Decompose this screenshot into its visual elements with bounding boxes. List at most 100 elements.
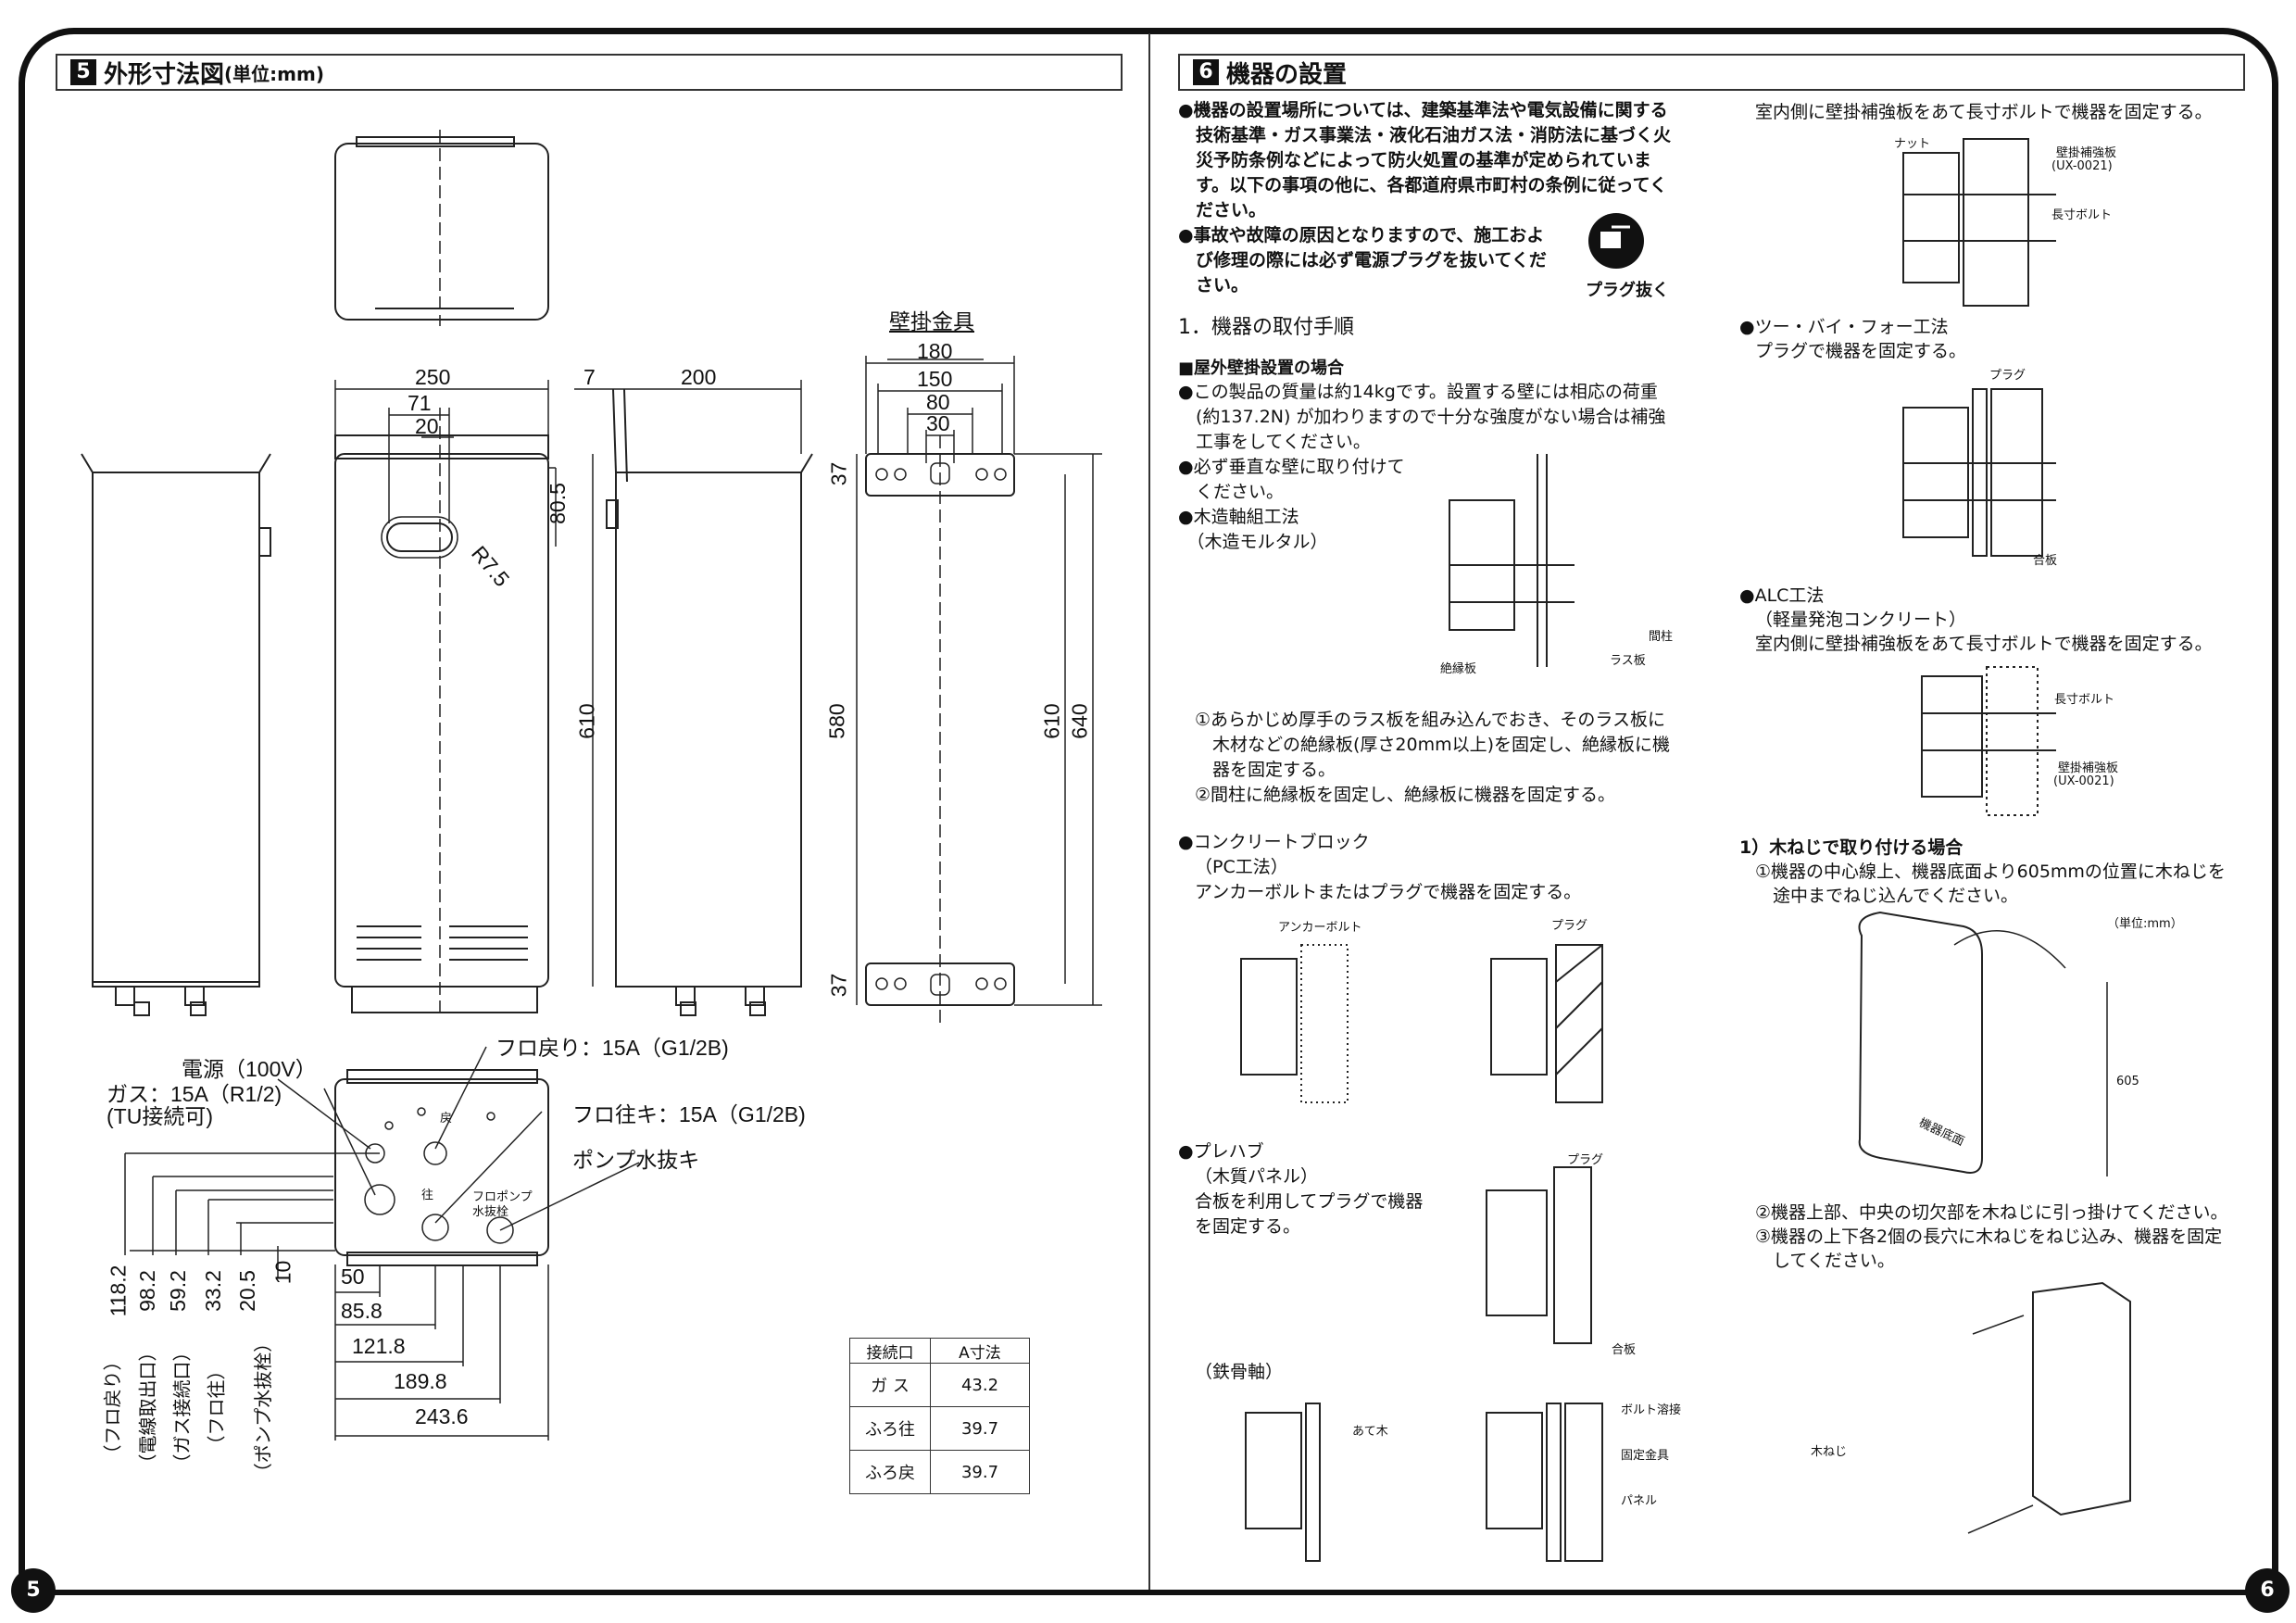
label-bolt-weld: ボルト溶接 bbox=[1621, 1403, 1682, 1417]
steel-heading: （鉄骨軸） bbox=[1195, 1362, 1284, 1382]
label-panel: パネル bbox=[1621, 1494, 1658, 1508]
section-unit: (単位:mm) bbox=[224, 62, 324, 85]
plug-caption: プラグ抜く bbox=[1586, 281, 1669, 300]
dim-200: 200 bbox=[681, 365, 717, 389]
section-number: 5 bbox=[70, 59, 96, 85]
step-heading: 1．機器の取付手順 bbox=[1178, 316, 1354, 339]
table-cell: ふろ往 bbox=[849, 1406, 931, 1451]
bracket-title: 壁掛金具 bbox=[889, 309, 974, 333]
outdoor-line: （木造モルタル） bbox=[1178, 532, 1328, 552]
two-by-four-line: ●ツー・バイ・フォー工法 bbox=[1739, 317, 1949, 337]
screw-step1: ①機器の中心線上、機器底面より605mmの位置に木ねじを bbox=[1755, 862, 2226, 882]
label-yuki: 往 bbox=[421, 1189, 434, 1202]
section-header-install: 6 機器の設置 bbox=[1178, 54, 2245, 91]
dim-243-6: 243.6 bbox=[415, 1404, 469, 1428]
label-rasu: ラス板 bbox=[1610, 654, 1646, 668]
concrete-line: （PC工法） bbox=[1195, 857, 1288, 877]
section-title: 機器の設置 bbox=[1226, 60, 1348, 89]
dim-50: 50 bbox=[341, 1264, 365, 1289]
label-prefab-plug: プラグ bbox=[1567, 1153, 1604, 1167]
table-cell: 39.7 bbox=[930, 1406, 1030, 1451]
dim-71: 71 bbox=[408, 391, 432, 415]
callout-power: 電源（100V） bbox=[182, 1057, 317, 1081]
col2-top-text: 室内側に壁掛補強板をあて長寸ボルトで機器を固定する。 bbox=[1755, 102, 2213, 122]
prefab-line: を固定する。 bbox=[1195, 1216, 1301, 1237]
page-divider bbox=[1148, 33, 1150, 1592]
label-mabashira: 間柱 bbox=[1649, 630, 1674, 644]
screw-step: ②機器上部、中央の切欠部を木ねじに引っ掛けてください。 bbox=[1755, 1202, 2228, 1223]
note-line: び修理の際には必ず電源プラグを抜いてくだ bbox=[1178, 250, 1547, 270]
page-number-left: 5 bbox=[11, 1568, 56, 1613]
callout-pump: ポンプ水抜キ bbox=[572, 1148, 700, 1172]
dimension-drawing bbox=[81, 130, 1102, 1441]
label-zetsuen: 絶縁板 bbox=[1440, 662, 1477, 676]
wood-step: ①あらかじめ厚手のラス板を組み込んでおき、そのラス板に bbox=[1195, 710, 1665, 730]
callout-supply: フロ往キ：15A（G1/2B) bbox=[572, 1102, 806, 1126]
screw-heading: 1）木ねじで取り付ける場合 bbox=[1739, 837, 1964, 858]
bottom-rule bbox=[39, 1590, 2257, 1595]
dim-20: 20 bbox=[415, 414, 439, 438]
wood-step: ②間柱に絶縁板を固定し、絶縁板に機器を固定する。 bbox=[1195, 785, 1616, 805]
label-2x4-gouban: 合板 bbox=[2033, 554, 2058, 568]
screw-step1: 途中までねじ込んでください。 bbox=[1755, 886, 2019, 906]
section-title: 外形寸法図 bbox=[104, 60, 225, 89]
two-by-four-line: プラグで機器を固定する。 bbox=[1755, 341, 1967, 361]
alc-line: ●ALC工法 bbox=[1739, 585, 1825, 606]
label-alc-hokyo: 壁掛補強板 bbox=[2058, 761, 2119, 775]
label-nut: ナット bbox=[1894, 137, 1931, 151]
label-plug: プラグ bbox=[1551, 919, 1588, 933]
label-2x4-plug: プラグ bbox=[1989, 369, 2026, 383]
dim-bracket-180: 180 bbox=[917, 339, 953, 363]
label-prefab-gouban: 合板 bbox=[1612, 1343, 1637, 1357]
callout-gas: ガス：15A（R1/2) bbox=[107, 1082, 282, 1106]
table-cell: ガ ス bbox=[849, 1363, 931, 1407]
bottom-view-outline bbox=[334, 1078, 549, 1256]
screw-step: ③機器の上下各2個の長穴に木ねじをねじ込み、機器を固定 bbox=[1755, 1227, 2223, 1247]
label-anchor: アンカーボルト bbox=[1278, 921, 1362, 935]
table-cell: 43.2 bbox=[930, 1363, 1030, 1407]
prefab-line: ●プレハブ bbox=[1178, 1141, 1264, 1162]
label-alc-bolt: 長寸ボルト bbox=[2054, 693, 2115, 707]
prefab-line: （木質パネル） bbox=[1195, 1166, 1319, 1187]
label-pump-small: フロポンプ 水抜栓 bbox=[472, 1190, 533, 1219]
dim-189-8: 189.8 bbox=[394, 1369, 447, 1393]
outdoor-line: ●この製品の質量は約14kgです。設置する壁には相応の荷重 bbox=[1178, 382, 1658, 402]
outdoor-line: ●木造軸組工法 bbox=[1178, 507, 1299, 527]
concrete-line: ●コンクリートブロック bbox=[1178, 832, 1370, 852]
prefab-line: 合板を利用してプラグで機器 bbox=[1195, 1191, 1424, 1212]
label-hokyo-code: (UX-0021) bbox=[2051, 159, 2113, 173]
label-modori: 戻 bbox=[440, 1112, 453, 1126]
note-line: さい。 bbox=[1178, 275, 1249, 296]
callout-gas-sub: (TU接続可) bbox=[107, 1104, 213, 1128]
screw-fig-unit: （単位:mm） bbox=[2107, 917, 2183, 931]
dim-250: 250 bbox=[415, 365, 451, 389]
outdoor-line: (約137.2N) が加わりますので十分な強度がない場合は補強 bbox=[1178, 407, 1666, 427]
screw-step: してください。 bbox=[1755, 1251, 1895, 1271]
outdoor-line: 工事をしてください。 bbox=[1178, 432, 1371, 452]
note-line: 災予防条例などによって防火処置の基準が定められていま bbox=[1178, 150, 1651, 170]
label-atego: あて木 bbox=[1352, 1425, 1388, 1439]
alc-line: （軽量発泡コンクリート） bbox=[1755, 610, 1967, 630]
table-cell: ふろ戻 bbox=[849, 1450, 931, 1494]
page-frame bbox=[19, 28, 2278, 1593]
callout-return: フロ戻り：15A（G1/2B) bbox=[496, 1036, 729, 1060]
table-cell: 39.7 bbox=[930, 1450, 1030, 1494]
wood-step: 木材などの絶縁板(厚さ20mm以上)を固定し、絶縁板に機 bbox=[1195, 735, 1671, 755]
note-line: 技術基準・ガス事業法・液化石油ガス法・消防法に基づく火 bbox=[1178, 125, 1672, 145]
label-alc-hokyo-code: (UX-0021) bbox=[2053, 774, 2114, 788]
dim-121-8: 121.8 bbox=[352, 1334, 406, 1358]
section-number: 6 bbox=[1193, 59, 1219, 85]
outdoor-heading: ■屋外壁掛設置の場合 bbox=[1178, 359, 1345, 378]
outdoor-line: ください。 bbox=[1178, 482, 1285, 502]
label-hokyo: 壁掛補強板 bbox=[2056, 146, 2117, 160]
alc-line: 室内側に壁掛補強板をあて長寸ボルトで機器を固定する。 bbox=[1755, 634, 2213, 654]
label-nagasun-bolt: 長寸ボルト bbox=[2051, 208, 2113, 222]
note-line: ●事故や故障の原因となりますので、施工およ bbox=[1178, 225, 1545, 245]
label-kotei: 固定金具 bbox=[1621, 1449, 1670, 1463]
dim-85-8: 85.8 bbox=[341, 1299, 383, 1323]
screw-fig-605: 605 bbox=[2116, 1075, 2139, 1088]
